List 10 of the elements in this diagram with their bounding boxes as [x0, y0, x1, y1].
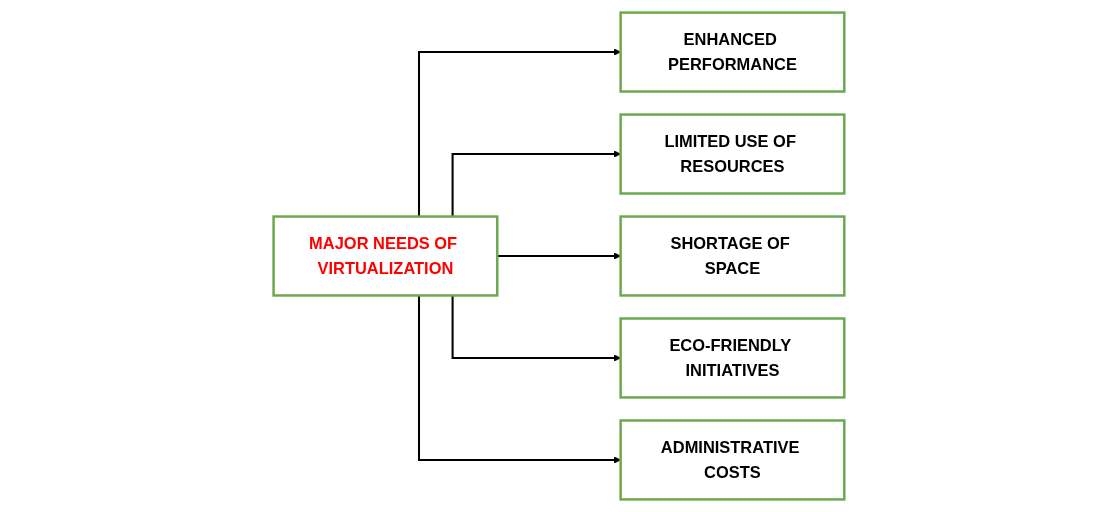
arrow — [418, 295, 621, 464]
node-box: LIMITED USE OF RESOURCES — [619, 113, 846, 195]
node-box: MAJOR NEEDS OF VIRTUALIZATION — [272, 215, 499, 297]
node-box: ENHANCED PERFORMANCE — [619, 11, 846, 93]
arrow — [451, 295, 621, 362]
node-box: ECO-FRIENDLY INITIATIVES — [619, 317, 846, 399]
node-box: ADMINISTRATIVE COSTS — [619, 419, 846, 501]
node-box: SHORTAGE OF SPACE — [619, 215, 846, 297]
arrow — [451, 150, 621, 217]
arrow — [418, 48, 621, 217]
